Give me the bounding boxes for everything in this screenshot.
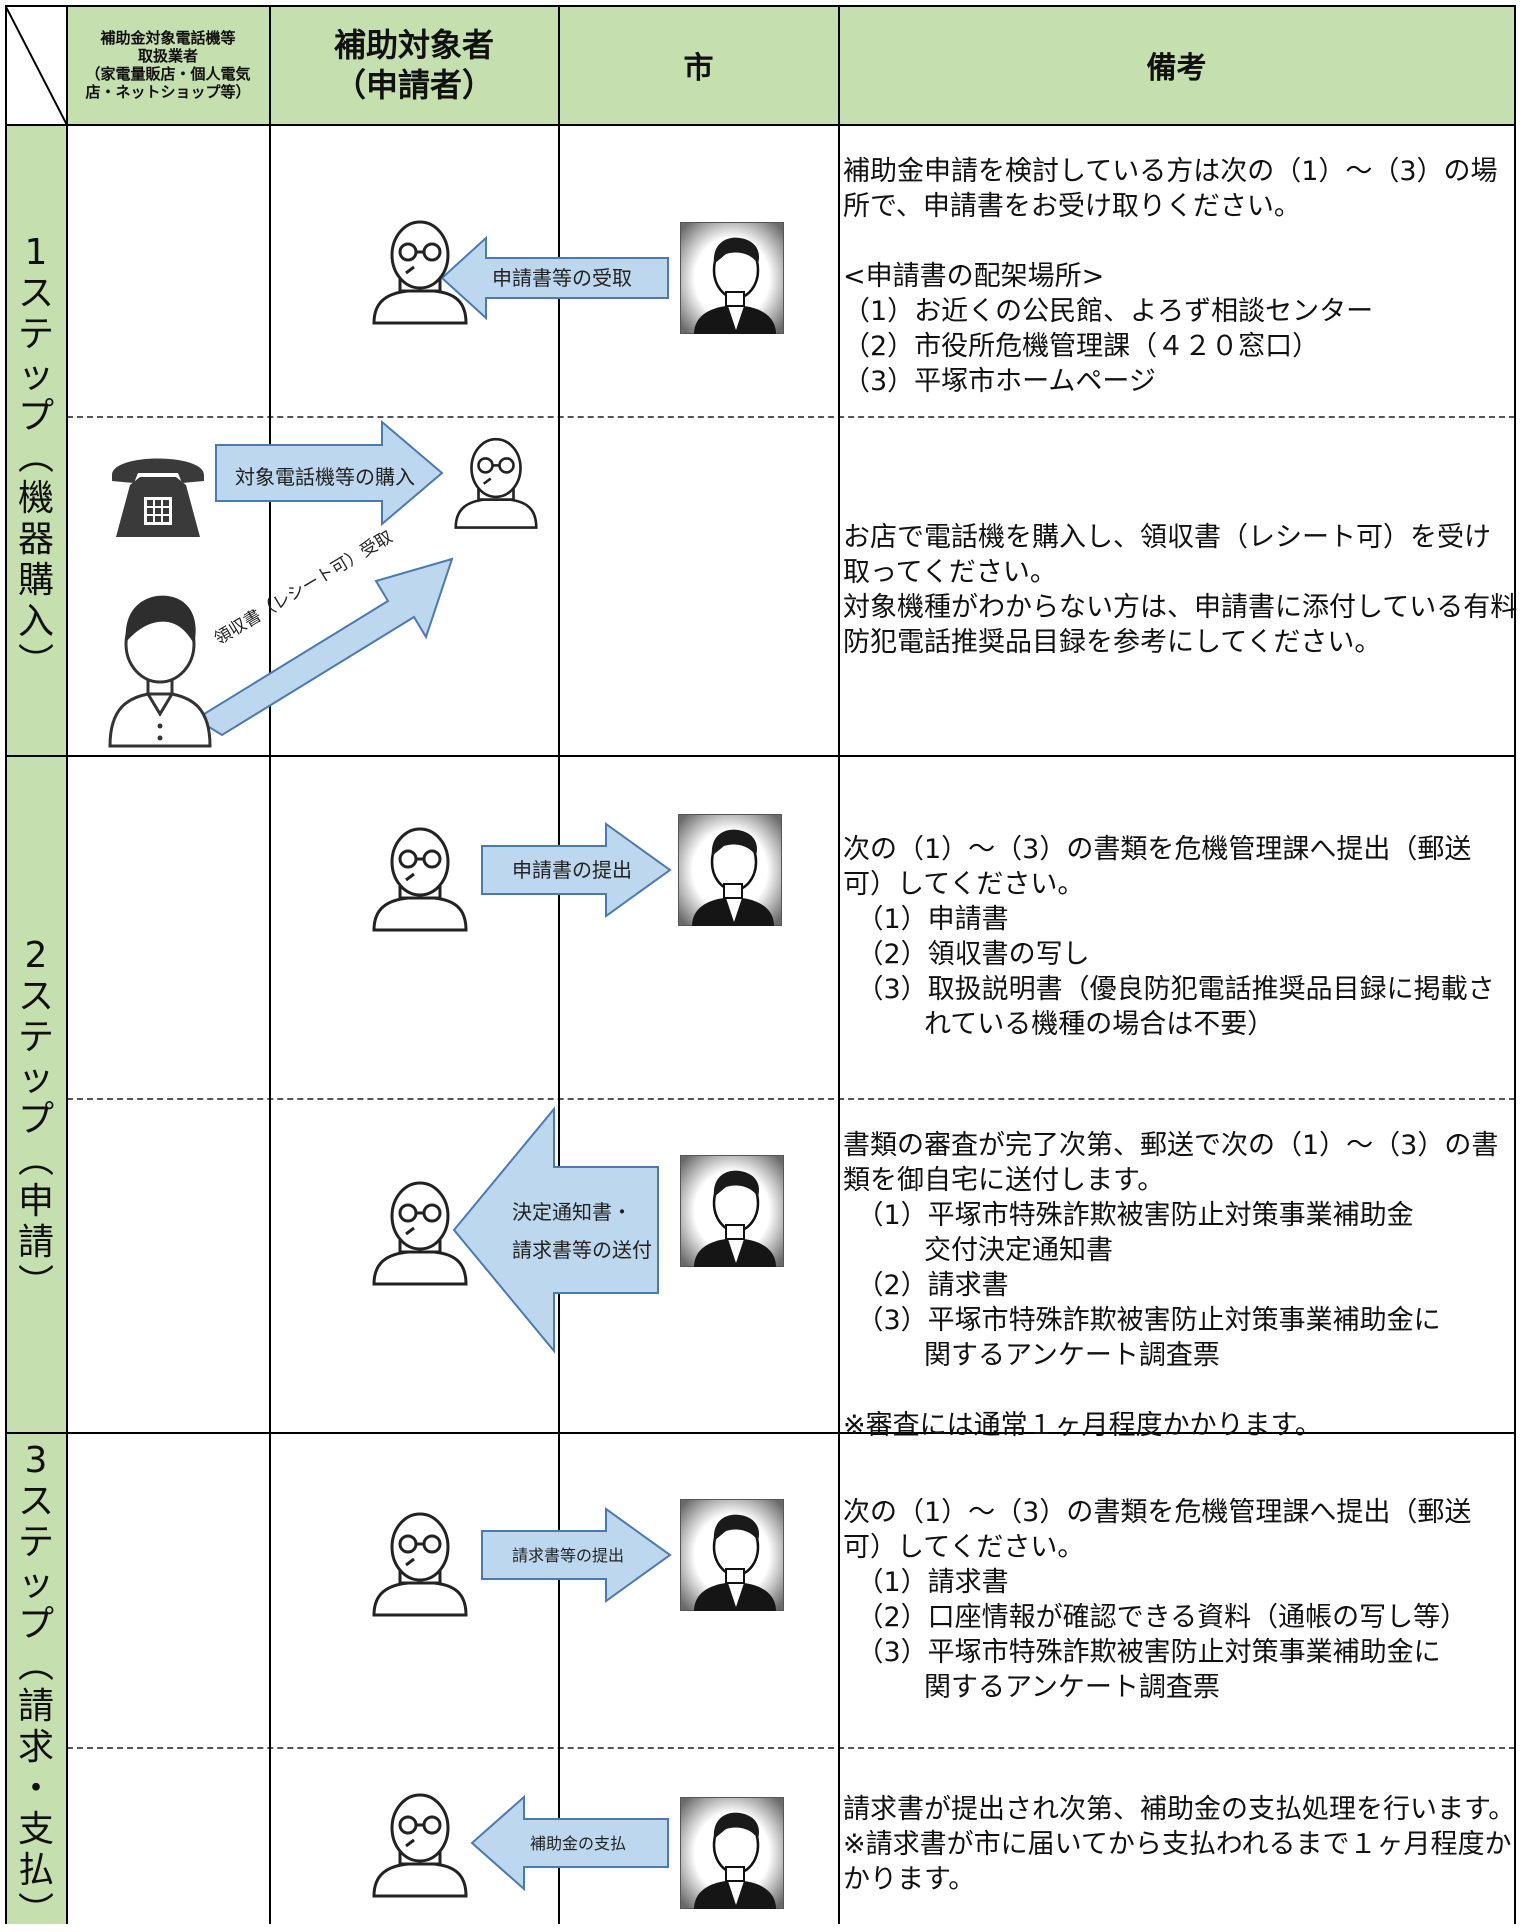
- header-dealer: 補助金対象電話機等 取扱業者 （家電量販店・個人電気 店・ネットショップ等）: [85, 29, 251, 101]
- step-label-char: 入: [17, 601, 54, 642]
- header-applicant: 補助対象者 （申請者）: [333, 26, 494, 104]
- official-icon: [680, 222, 784, 334]
- step-label-char: ッ: [17, 1058, 54, 1099]
- official-icon: [680, 1797, 784, 1909]
- step-label-char: 機: [17, 478, 54, 519]
- remark-notice: 書類の審査が完了次第、郵送で次の（1）～（3）の書 類を御自宅に送付します。 （…: [843, 1130, 1499, 1441]
- step-label-char: ス: [17, 1481, 54, 1522]
- step-label-char: ︶: [17, 1891, 54, 1932]
- applicant-icon: [372, 1793, 468, 1898]
- remark-purchase: お店で電話機を購入し、領収書（レシート可）を受け 取ってください。 対象機種がわ…: [843, 522, 1518, 658]
- step-label-char: ︵: [17, 1645, 54, 1686]
- remark-receive: 補助金申請を検討している方は次の（1）～（3）の場 所で、申請書をお受け取りくだ…: [843, 156, 1498, 397]
- arrow-payment: [470, 1795, 669, 1891]
- step-label-char: ッ: [17, 355, 54, 396]
- telephone-icon: [112, 458, 204, 537]
- step-label-char: 支: [17, 1809, 54, 1850]
- step-label-char: ︵: [17, 437, 54, 478]
- arrow-submit-label: 申請書の提出: [512, 858, 632, 882]
- step-label-char: テ: [17, 314, 54, 355]
- remark-payment: 請求書が提出され次第、補助金の支払処理を行います。 ※請求書が市に届いてから支払…: [843, 1794, 1516, 1895]
- arrow-claim: [481, 1507, 672, 1603]
- applicant-icon: [372, 220, 468, 325]
- applicant-icon: [372, 1181, 468, 1286]
- arrow-payment-label: 補助金の支払: [530, 1834, 627, 1853]
- step-label-char: テ: [17, 1017, 54, 1058]
- arrow-notice-label: 決定通知書・ 請求書等の送付: [512, 1200, 652, 1262]
- step-label-char: 払: [17, 1850, 54, 1891]
- header-city: 市: [683, 51, 714, 86]
- step-label-char: 請: [17, 1686, 54, 1727]
- applicant-icon: [372, 1512, 468, 1617]
- step-label-char: 求: [17, 1727, 54, 1768]
- step-label-char: プ: [17, 1099, 54, 1140]
- step-label-char: ッ: [17, 1563, 54, 1604]
- arrow-receive: [440, 236, 669, 320]
- step-label-char: ス: [17, 976, 54, 1017]
- arrow-receipt: [194, 557, 454, 737]
- applicant-icon: [454, 437, 538, 529]
- header-remarks: 備考: [1146, 51, 1207, 86]
- step-label-char: 2: [24, 935, 48, 976]
- arrow-notice: [452, 1106, 659, 1354]
- step-label-char: ︶: [17, 642, 54, 683]
- step-label-char: ︶: [17, 1263, 54, 1304]
- step-label-char: 3: [24, 1440, 48, 1481]
- official-icon: [680, 1155, 784, 1267]
- arrow-purchase: [215, 420, 444, 526]
- official-icon: [678, 814, 782, 926]
- remark-submit: 次の（1）～（3）の書類を危機管理課へ提出（郵送 可）してください。 （1）申請…: [843, 834, 1495, 1040]
- applicant-icon: [372, 827, 468, 932]
- step-label-char: プ: [17, 396, 54, 437]
- arrow-claim-label: 請求書等の提出: [512, 1546, 625, 1565]
- official-icon: [680, 1499, 784, 1611]
- header-diagonal-cell: [5, 5, 67, 125]
- step-label-char: 申: [17, 1181, 54, 1222]
- dealer-person-icon: [108, 595, 212, 748]
- arrow-submit: [481, 822, 672, 918]
- remark-claim: 次の（1）～（3）の書類を危機管理課へ提出（郵送 可）してください。 （1）請求…: [843, 1497, 1472, 1703]
- step-label-char: 購: [17, 560, 54, 601]
- step-label-char: 請: [17, 1222, 54, 1263]
- step-label-char: ス: [17, 273, 54, 314]
- step-label-char: ︵: [17, 1140, 54, 1181]
- step-label-char: 1: [24, 232, 48, 273]
- step-label-char: ・: [17, 1768, 54, 1809]
- arrow-receive-label: 申請書等の受取: [492, 266, 632, 290]
- step-label-char: テ: [17, 1522, 54, 1563]
- arrow-purchase-label: 対象電話機等の購入: [235, 465, 415, 489]
- step-label-char: 器: [17, 519, 54, 560]
- step-label-char: プ: [17, 1604, 54, 1645]
